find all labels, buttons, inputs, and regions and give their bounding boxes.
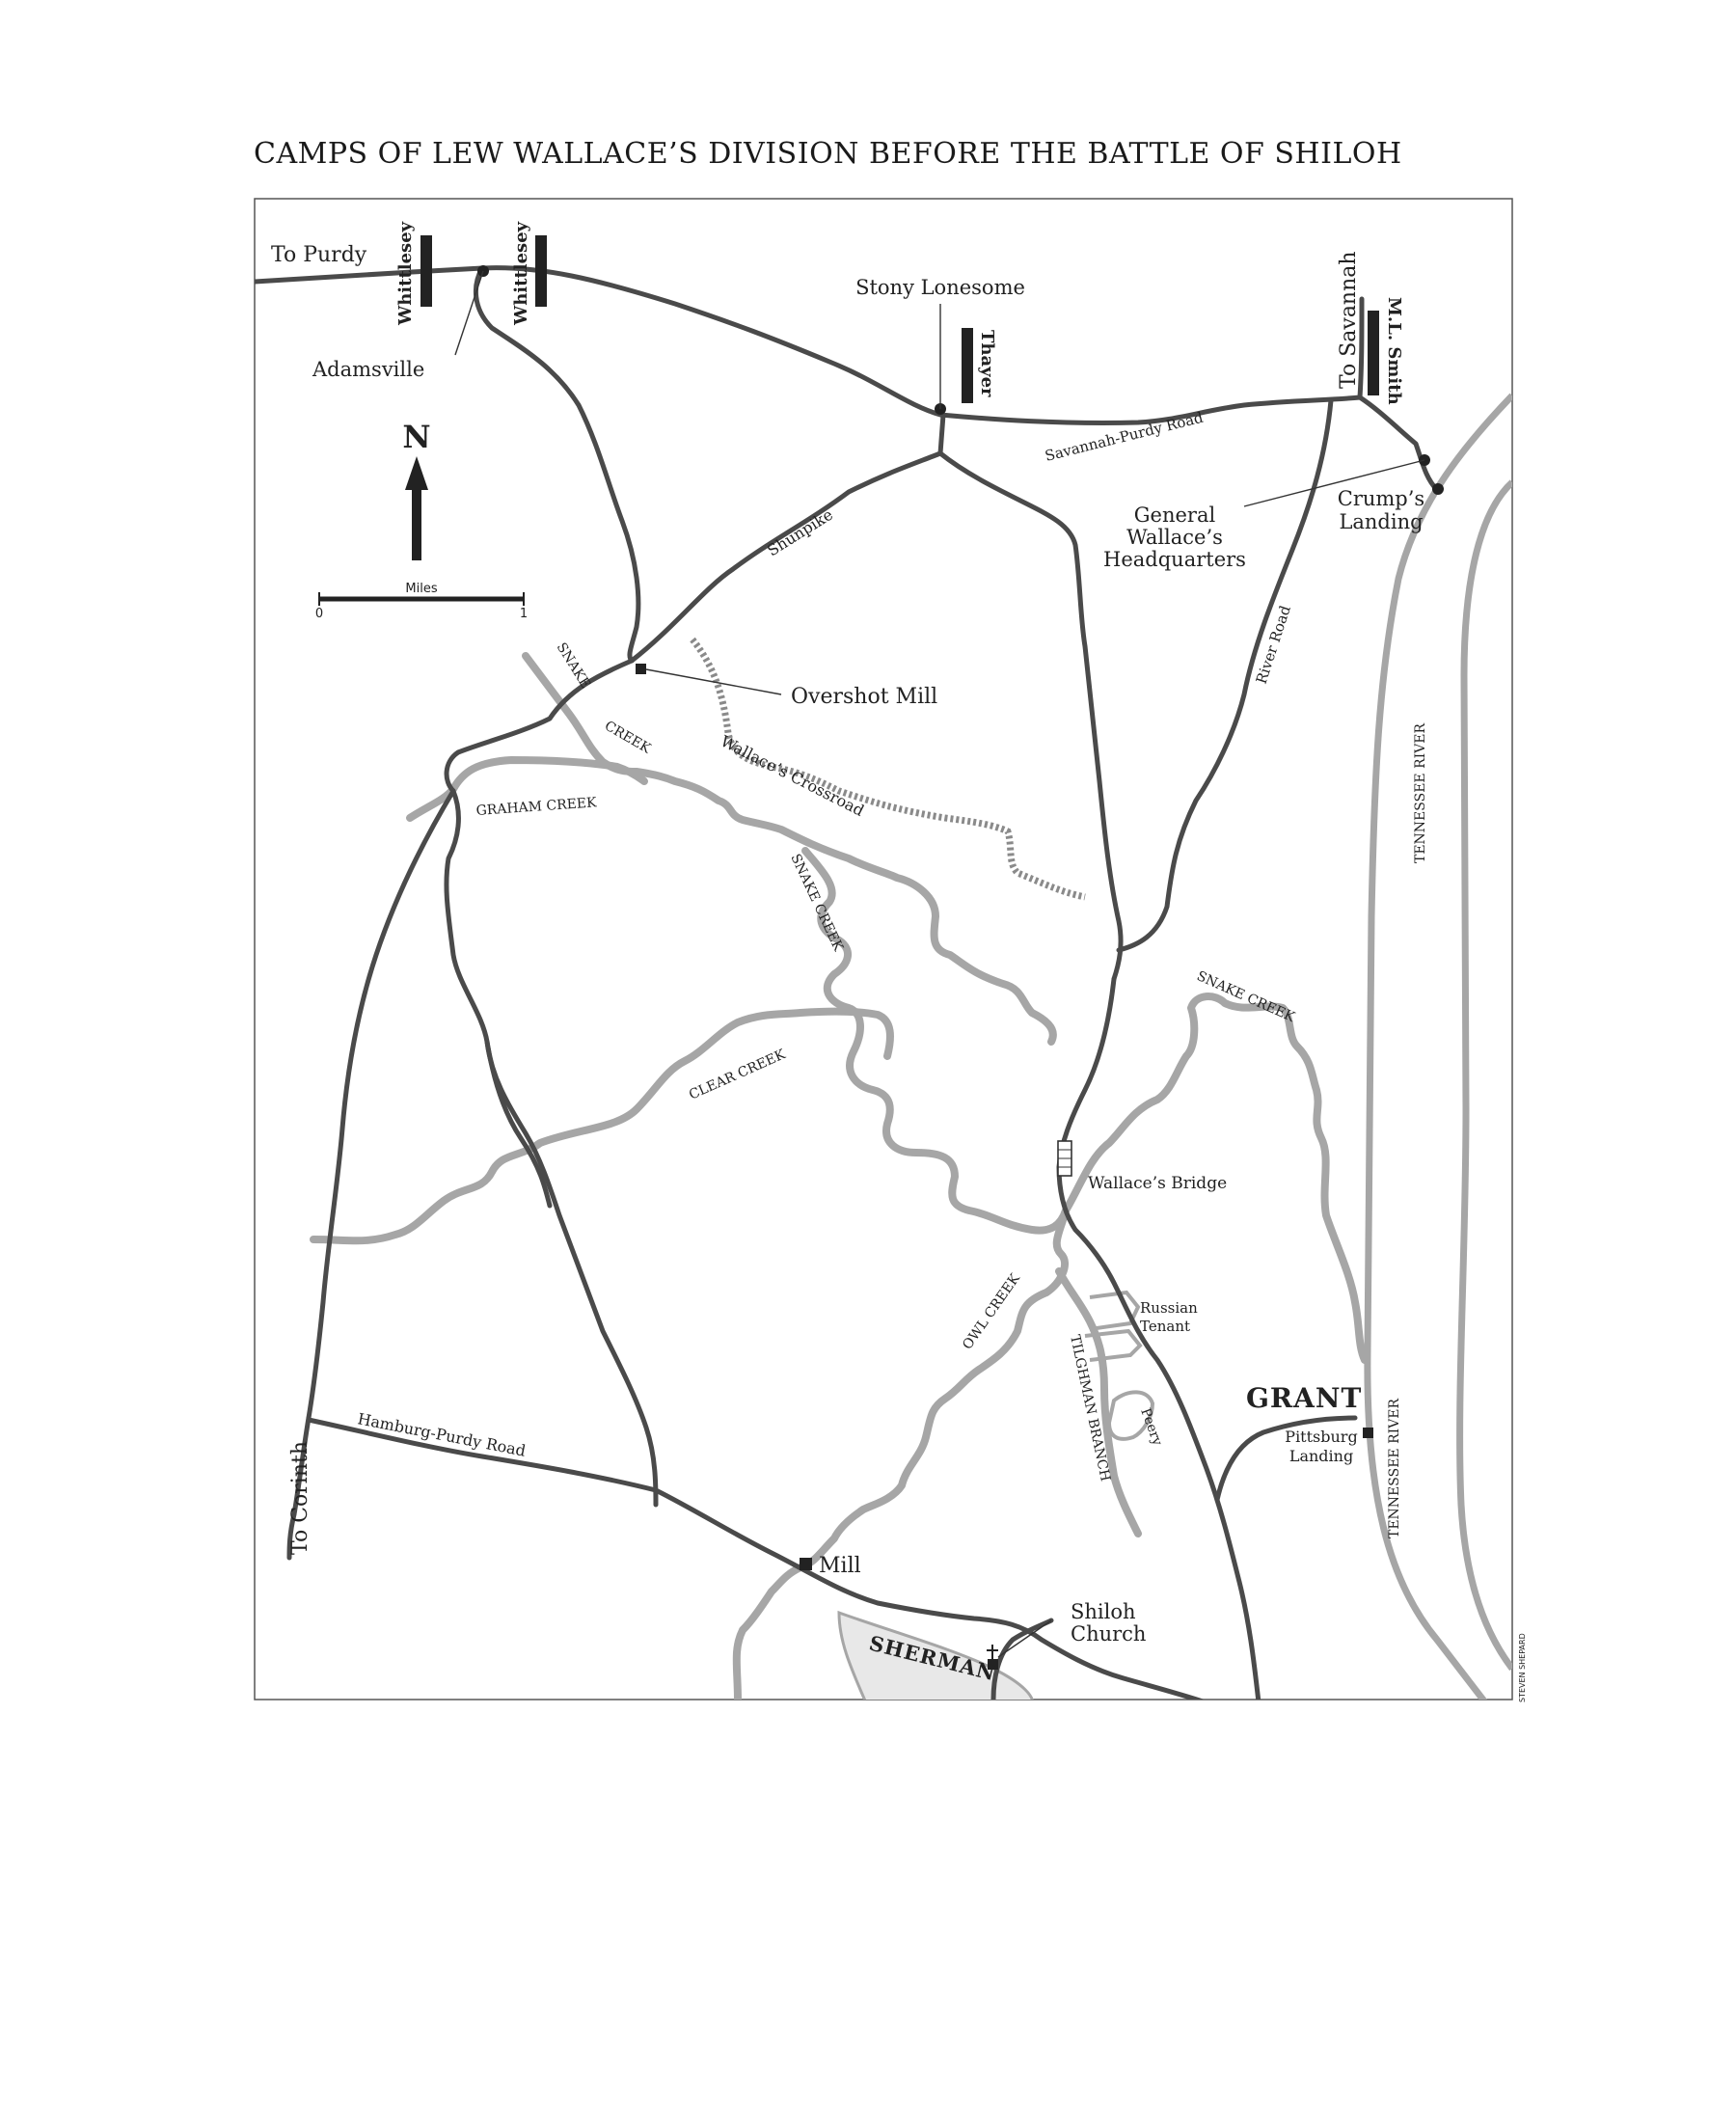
crumps-landing-label-1: Crump’s [1338,487,1424,510]
mill-label: Mill [819,1554,861,1578]
camp-bar-whittlesey-2 [535,235,547,307]
sherman-camp-area [837,1610,1034,1700]
wallaces-bridge-label: Wallace’s Bridge [1088,1174,1227,1193]
adamsville-road [473,265,641,664]
camp-label-whittlesey-2: Whittlesey [511,221,531,326]
mill-marker [800,1558,812,1570]
to-purdy-label: To Purdy [271,243,367,267]
tennessee-river-west-bank [1364,393,1512,1700]
church-icon [987,1645,998,1670]
pittsburg-landing-label-2: Landing [1289,1447,1353,1465]
north-arrow-icon [405,456,428,560]
road-to-purdy [255,265,485,285]
russian-tenant-drain-2 [1084,1328,1143,1362]
snake-creek-east [1062,993,1369,1364]
camp-label-ml-smith: M.L. Smith [1384,297,1404,405]
tennessee-river-east-bank [1456,479,1512,1672]
road-to-corinth [286,1415,312,1561]
snake-creek-main [801,847,1070,1235]
river-road [1116,397,1334,953]
wallaces-crossroad [690,637,1086,901]
tilghman-branch [1055,1267,1142,1537]
tennessee-river-label-2: TENNESSEE RIVER [1387,1398,1402,1538]
shiloh-church-label-1: Shiloh [1071,1600,1136,1623]
hamburg-purdy-road [306,1417,1205,1700]
road-shiloh-church [990,1618,1054,1700]
adamsville-leader [454,270,484,356]
shiloh-church-label-2: Church [1071,1622,1146,1646]
road-to-savannah [1357,296,1365,400]
russian-tenant-label-2: Tenant [1140,1318,1190,1335]
wallace-hq-label-3: Headquarters [1103,548,1246,571]
pittsburg-landing-label-1: Pittsburg [1285,1428,1357,1446]
graham-creek [406,756,648,822]
pittsburg-landing-marker [1363,1428,1373,1438]
overshot-mill-marker [636,664,646,674]
shunpike [629,412,946,664]
overshot-mill-label: Overshot Mill [791,685,937,709]
peery-field [1106,1390,1155,1441]
main-road-bridge [1056,976,1261,1700]
page-title: CAMPS OF LEW WALLACE’S DIVISION BEFORE T… [254,137,1402,171]
shiloh-church-leader [997,1619,1052,1658]
russian-tenant-label-1: Russian [1140,1299,1198,1317]
grant-label: GRANT [1246,1382,1362,1414]
north-label: N [402,419,430,455]
road-overshot-west [444,658,659,1508]
crumps-landing-label-2: Landing [1339,510,1423,533]
camp-label-whittlesey-1: Whittlesey [395,221,416,326]
overshot-mill-leader [645,668,782,695]
owl-creek [732,1207,1070,1700]
adamsville-label: Adamsville [312,358,424,381]
camp-bar-thayer [962,328,973,403]
wallace-hq-label-2: Wallace’s [1126,526,1223,549]
stony-lonesome-label: Stony Lonesome [855,276,1025,299]
scale-label: Miles [405,582,437,596]
wallace-hq-label-1: General [1134,503,1216,527]
road-west-corinth [306,788,456,1421]
map-frame [254,198,1513,1700]
camp-bar-ml-smith [1368,311,1379,395]
camp-bar-whittlesey-1 [420,235,432,307]
road-middle-connector [484,1039,553,1209]
scale-start: 0 [315,607,323,621]
camp-label-thayer: Thayer [977,330,997,397]
road-crumps-landing [1357,394,1440,493]
bridge-icon [1057,1140,1072,1177]
scale-end: 1 [520,607,528,621]
wallace-hq-leader [1243,459,1425,507]
russian-tenant-drain [1089,1290,1141,1331]
clear-creek [310,1007,894,1245]
map-credit: STEVEN SHEPARD [1518,1633,1527,1702]
savannah-purdy-road [479,265,1363,425]
scale-bar [318,592,525,606]
road-pittsburg-landing [1214,1415,1358,1503]
to-savannah-label: To Savannah [1337,251,1361,389]
to-corinth-label: To Corinth [288,1441,312,1555]
road-stony-lonesome-south [937,450,1124,982]
crumps-landing-marker [1432,483,1444,495]
tennessee-river-label-1: TENNESSEE RIVER [1413,722,1428,863]
